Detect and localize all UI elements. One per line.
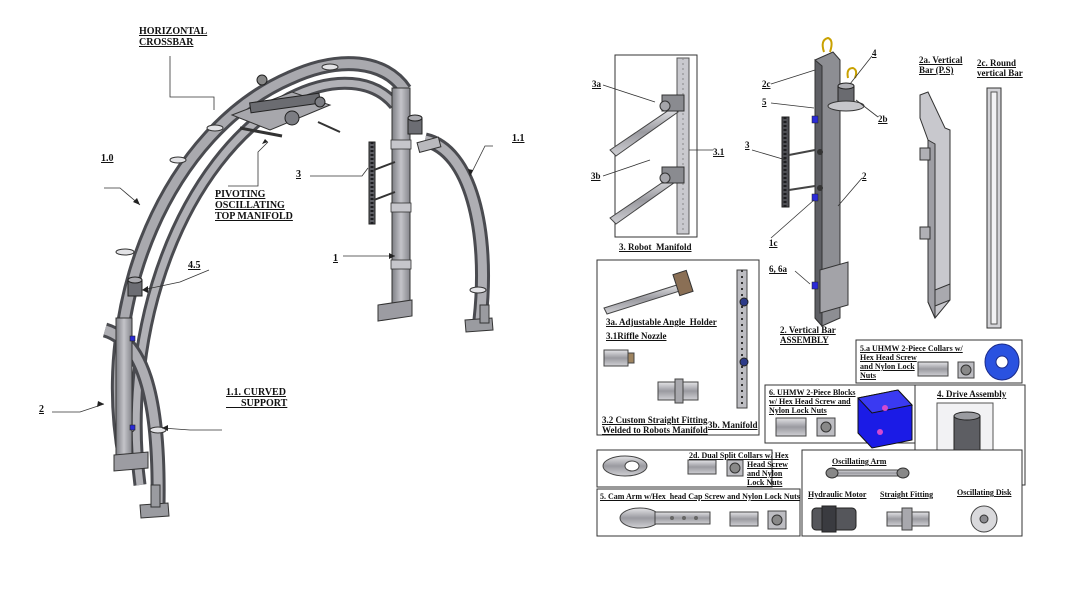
dual-split-collars-title: 2d. Dual Split Collars w/ Hex bbox=[689, 451, 789, 460]
label-5: 5 bbox=[762, 97, 767, 107]
label-curved-support: 1.1. CURVED SUPPORT bbox=[226, 387, 288, 409]
adjustable-angle-holder-label: 3a. Adjustable Angle Holder bbox=[606, 317, 717, 327]
round-vertical-bar-title: 2c. Round vertical Bar bbox=[977, 58, 1023, 78]
custom-fitting-label: 3.2 Custom Straight Fitting Welded to Ro… bbox=[602, 415, 708, 435]
vertical-bar-right bbox=[391, 87, 411, 309]
uhmw-collars-drawing bbox=[917, 343, 1020, 381]
round-vertical-bar-drawing bbox=[986, 87, 1002, 329]
label-1-0: 1.0 bbox=[101, 153, 114, 164]
label-3b: 3b bbox=[591, 171, 601, 181]
label-3a: 3a bbox=[592, 79, 601, 89]
label-3-1: 3.1 bbox=[713, 147, 725, 157]
drive-head-right bbox=[407, 114, 442, 154]
robot-manifold-drawing bbox=[609, 57, 690, 235]
robot-manifold-title: 3. Robot Manifold bbox=[619, 242, 692, 252]
label-6-6a: 6, 6a bbox=[769, 264, 787, 274]
vertical-bar-assembly-drawing bbox=[781, 36, 865, 328]
top-manifold bbox=[230, 74, 341, 138]
vertical-bar-assembly-title: 2. Vertical Bar ASSEMBLY bbox=[780, 325, 836, 345]
label-3-vertical: 3 bbox=[745, 140, 750, 150]
vertical-bar-ps-drawing bbox=[919, 91, 951, 319]
label-3: 3 bbox=[296, 169, 301, 180]
label-horizontal-crossbar: HORIZONTAL CROSSBAR bbox=[139, 26, 208, 48]
arch-assembly bbox=[102, 56, 494, 519]
straight-fitting-label: Straight Fitting bbox=[880, 490, 934, 499]
arch-tube-inner bbox=[129, 76, 401, 486]
dual-split-collars-subtitle: Head Screw and Nylon Lock Nuts bbox=[747, 460, 788, 487]
uhmw-collars-title: 5.a UHMW 2-Piece Collars w/ Hex Head Scr… bbox=[860, 344, 963, 380]
leader-lines-left bbox=[52, 56, 493, 431]
label-1c: 1c bbox=[769, 238, 778, 248]
label-2-vertical: 2 bbox=[862, 171, 867, 181]
label-pivoting-manifold: PIVOTING OSCILLATING TOP MANIFOLD bbox=[215, 189, 293, 222]
label-1: 1 bbox=[333, 253, 338, 264]
oscillating-disk-label: Oscillating Disk bbox=[957, 488, 1012, 497]
vertical-bar-left bbox=[115, 317, 133, 457]
cam-arm-drawing bbox=[619, 507, 787, 530]
label-4-5: 4.5 bbox=[188, 260, 201, 271]
drive-head-left bbox=[127, 276, 143, 297]
uhmw-blocks-drawing bbox=[775, 389, 913, 449]
drive-parts-drawing bbox=[811, 467, 998, 533]
uhmw-blocks-title: 6. UHMW 2-Piece Blocks w/ Hex Head Screw… bbox=[769, 388, 856, 415]
riffle-nozzle-label: 3.1Riffle Nozzle bbox=[606, 331, 667, 341]
label-1-1: 1.1 bbox=[512, 133, 525, 144]
dual-split-collars-drawing bbox=[602, 455, 744, 477]
cam-arm-title: 5. Cam Arm w/Hex head Cap Screw and Nylo… bbox=[600, 492, 800, 501]
drive-assembly-title: 4. Drive Assembly bbox=[937, 389, 1007, 399]
manifold-3b-label: 3b. Manifold bbox=[708, 420, 758, 430]
hydraulic-motor-label: Hydraulic Motor bbox=[808, 490, 867, 499]
label-2b: 2b bbox=[878, 114, 888, 124]
vertical-bar-ps-title: 2a. Vertical Bar (P.S) bbox=[919, 55, 963, 75]
oscillating-arm-label: Oscillating Arm bbox=[832, 457, 887, 466]
components-drawing bbox=[603, 269, 749, 409]
label-2c: 2c bbox=[762, 79, 771, 89]
label-2: 2 bbox=[39, 404, 44, 415]
label-4: 4 bbox=[872, 48, 877, 58]
